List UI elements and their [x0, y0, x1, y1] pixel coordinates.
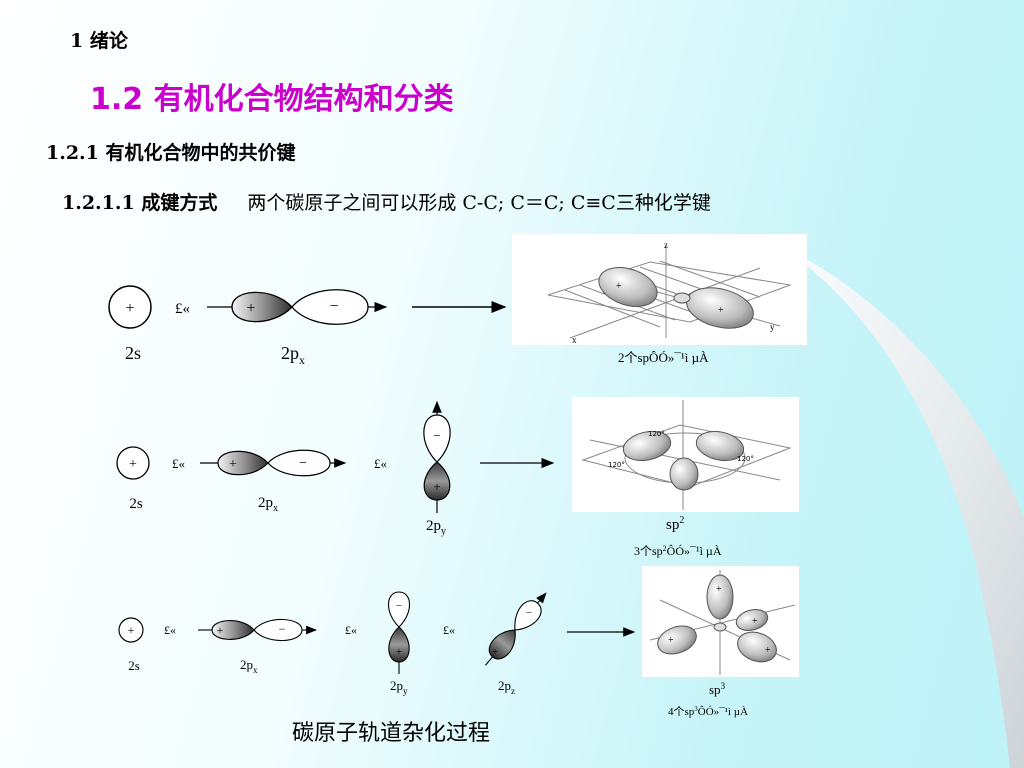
px-lobe-positive — [217, 450, 269, 476]
sp3-plus-4: + — [765, 645, 771, 656]
sp-lobe-plus: + — [616, 281, 622, 292]
axis-z-label: z — [664, 240, 668, 250]
label-2s: 2s — [125, 343, 141, 363]
label-2py: 2py — [426, 518, 446, 537]
plus-marker-2: £« — [345, 623, 357, 637]
pz-orbital — [485, 592, 547, 666]
axis-x-label: x — [572, 335, 577, 345]
label-2pz: 2pz — [498, 678, 515, 696]
px-minus-sign: − — [329, 298, 338, 315]
row-sp3: + 2s £« + − 2px £« − + 2py £« − + 2pz — [118, 591, 636, 696]
row-sp2: + 2s £« + − 2px £« − + 2py — [116, 400, 555, 537]
s-orbital-2s — [118, 617, 144, 643]
sp3-plus-1: + — [716, 584, 722, 595]
label-2px: 2px — [258, 495, 278, 514]
s-orbital-sign: + — [128, 623, 135, 637]
label-2s: 2s — [128, 658, 140, 673]
figure-caption: 碳原子轨道杂化过程 — [292, 721, 491, 746]
py-plus-sign: + — [433, 479, 440, 494]
px-plus-sign: + — [246, 300, 255, 317]
sp-orbital-image: z x y + + — [512, 234, 807, 345]
sp2-lobe-1 — [622, 430, 672, 462]
label-2py: 2py — [390, 678, 408, 696]
axis-y-label: y — [770, 322, 775, 332]
sp2-lobe-3 — [669, 457, 699, 491]
angle-label-top: 120° — [648, 430, 665, 438]
plus-marker: £« — [164, 623, 176, 637]
label-2px: 2px — [281, 343, 305, 367]
s-orbital-sign: + — [129, 457, 137, 472]
section-title: 1.2 有机化合物结构和分类 — [90, 82, 454, 117]
plus-marker-3: £« — [443, 623, 455, 637]
sp2-lobe-2 — [695, 430, 745, 462]
sp2-label: sp2 — [666, 515, 684, 533]
sp3-orbital-image: + + + + — [642, 566, 799, 677]
subsection-heading: 1.2.1 有机化合物中的共价键 — [46, 142, 296, 164]
py-minus-sign: − — [433, 428, 440, 443]
label-2px: 2px — [240, 657, 258, 675]
sp3-lobe-1 — [706, 574, 734, 620]
label-2s: 2s — [129, 496, 143, 512]
sp2-orbital-image: 120° 120° 120° — [572, 397, 799, 512]
subsubsection-line: 1.2.1.1 成键方式 两个碳原子之间可以形成 C-C; C＝C; C≡C三种化… — [62, 188, 711, 215]
sp3-plus-2: + — [668, 635, 674, 646]
s-orbital-2s — [116, 446, 150, 480]
px-minus-sign: − — [279, 622, 286, 636]
py-lobe-negative — [387, 591, 411, 628]
px-plus-sign: + — [217, 623, 224, 637]
sp2-caption: 3个sp2ÔÓ»¯¹ì µÀ — [634, 544, 722, 558]
px-plus-sign: + — [229, 457, 237, 472]
py-plus-sign: + — [396, 646, 402, 658]
plus-marker: £« — [172, 456, 185, 471]
sp-lobe-plus-2: + — [718, 305, 724, 316]
py-minus-sign: − — [396, 600, 402, 612]
angle-label-left: 120° — [608, 461, 625, 469]
sp3-lobe-2 — [657, 625, 697, 655]
pz-plus-sign: + — [492, 646, 498, 658]
sp-caption: 2个spÔÓ»¯¹ì µÀ — [618, 350, 709, 365]
plus-marker-2: £« — [374, 456, 387, 471]
angle-label-right: 120° — [737, 455, 754, 463]
s-orbital-2s — [108, 285, 152, 329]
row-sp: + 2s £« + − 2px — [108, 285, 507, 367]
sp3-lobe-3 — [737, 631, 777, 663]
subsubsection-text: 两个碳原子之间可以形成 C-C; C＝C; C≡C三种化学键 — [247, 192, 711, 214]
sp3-plus-3: + — [752, 616, 758, 627]
plus-marker: £« — [175, 301, 190, 317]
subsubsection-label: 1.2.1.1 成键方式 — [62, 192, 218, 214]
sp-lobe-left — [598, 267, 658, 307]
s-orbital-sign: + — [125, 300, 134, 317]
px-minus-sign: − — [299, 456, 307, 471]
sp-small-lobe — [673, 292, 691, 304]
sp3-caption: 4个sp3ÔÓ»¯¹ì µÀ — [668, 705, 748, 718]
sp3-lobe-4 — [735, 608, 769, 632]
chapter-heading: 1 绪论 — [70, 30, 128, 52]
pz-minus-sign: − — [526, 607, 532, 619]
px-lobe-positive — [231, 291, 293, 323]
sp3-label: sp3 — [709, 681, 726, 697]
